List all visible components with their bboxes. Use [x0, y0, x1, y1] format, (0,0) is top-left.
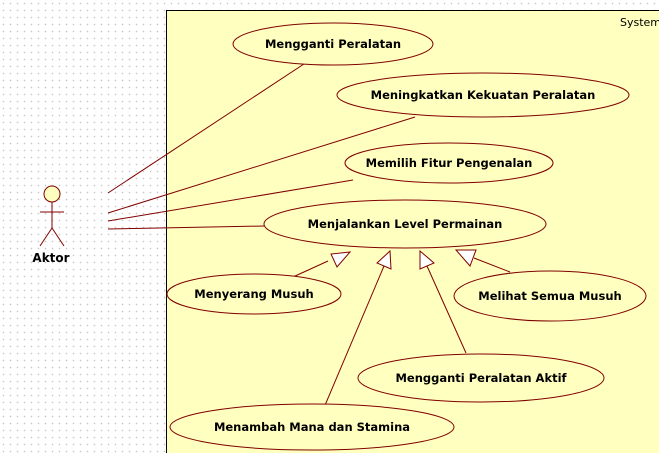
usecase-label: Menjalankan Level Permainan — [308, 217, 503, 231]
usecase-menambah-mana-dan-stamina[interactable]: Menambah Mana dan Stamina — [169, 403, 455, 451]
usecase-mengganti-peralatan[interactable]: Mengganti Peralatan — [232, 22, 434, 66]
actor-head — [43, 185, 61, 203]
usecase-label: Mengganti Peralatan — [265, 37, 401, 51]
generalization-arrowhead — [454, 249, 477, 267]
generalization-line-mengganti-peralatan-aktif — [426, 265, 467, 354]
usecase-meningkatkan-kekuatan-peralatan[interactable]: Meningkatkan Kekuatan Peralatan — [336, 72, 630, 118]
usecase-menyerang-musuh[interactable]: Menyerang Musuh — [166, 273, 342, 315]
usecase-label: Menyerang Musuh — [194, 287, 313, 301]
usecase-memilih-fitur-pengenalan[interactable]: Memilih Fitur Pengenalan — [344, 142, 554, 184]
usecase-label: Memilih Fitur Pengenalan — [366, 156, 533, 170]
association-line-mengganti-peralatan — [107, 59, 311, 194]
generalization-arrowhead — [376, 249, 392, 270]
generalization-line-menambah-mana — [322, 265, 385, 411]
generalization-arrowhead — [330, 251, 352, 268]
generalization-arrowhead — [419, 249, 435, 270]
usecase-mengganti-peralatan-aktif[interactable]: Mengganti Peralatan Aktif — [357, 353, 605, 403]
usecase-label: Menambah Mana dan Stamina — [214, 420, 410, 434]
usecase-melihat-semua-musuh[interactable]: Melihat Semua Musuh — [453, 270, 647, 322]
association-line-menjalankan-level — [107, 225, 265, 230]
actor-right-leg — [51, 227, 65, 247]
actor-left-leg — [39, 227, 53, 247]
usecase-label: Mengganti Peralatan Aktif — [395, 371, 567, 385]
association-line-memilih-fitur — [107, 179, 354, 222]
usecase-label: Melihat Semua Musuh — [478, 289, 621, 303]
actor-figure[interactable]: Aktor — [32, 185, 70, 265]
generalization-line-melihat-semua-musuh — [473, 257, 511, 273]
association-line-meningkatkan-kekuatan — [107, 116, 416, 214]
usecase-menjalankan-level-permainan[interactable]: Menjalankan Level Permainan — [263, 199, 547, 249]
usecase-label: Meningkatkan Kekuatan Peralatan — [371, 88, 596, 102]
system-label: System — [620, 16, 659, 29]
actor-label: Aktor — [32, 251, 69, 265]
